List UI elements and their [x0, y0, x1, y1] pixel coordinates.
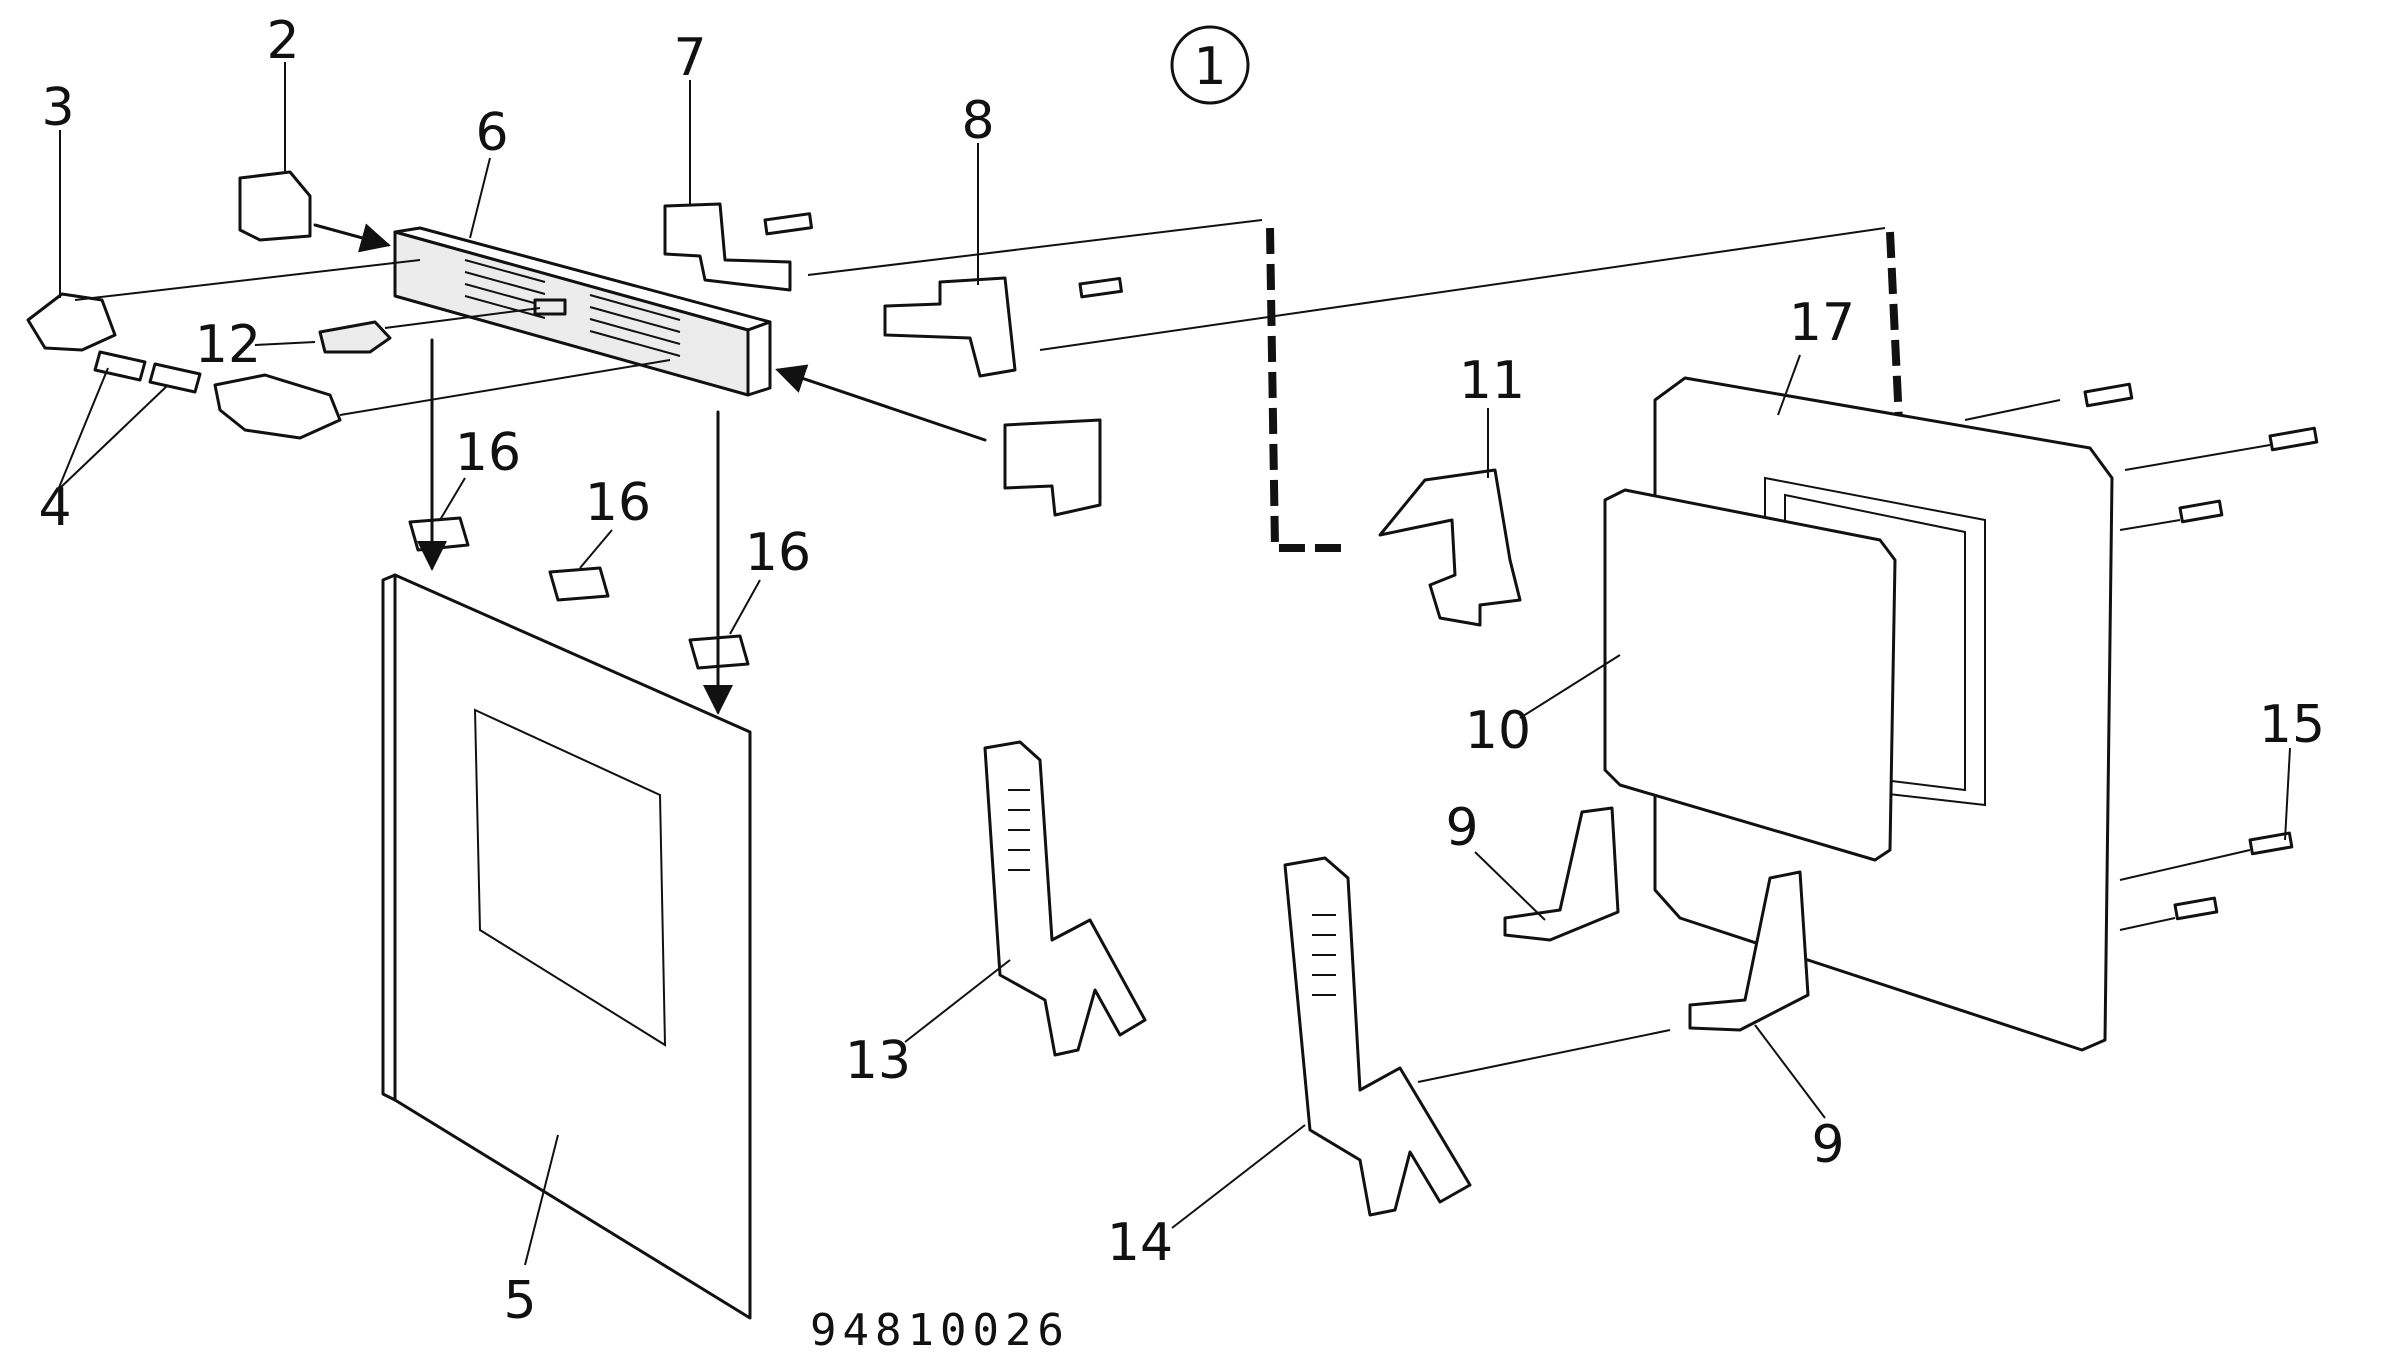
part-13-hinge [983, 740, 1147, 1057]
drawing-code: 94810026 [810, 1305, 1070, 1354]
part-2-bracket [238, 170, 312, 242]
part-8-bracket [883, 276, 1017, 378]
callout-16-a: 16 [455, 423, 521, 483]
part-14-hinge [1283, 856, 1472, 1217]
callout-9-right: 9 [1811, 1115, 1844, 1175]
part-3-knob [26, 292, 117, 352]
callout-2: 2 [266, 11, 299, 71]
callout-5: 5 [503, 1271, 536, 1331]
vent-slots [464, 259, 681, 357]
part-16-clip-a [408, 516, 470, 552]
part-15-screws [1964, 382, 2319, 931]
figure-number-badge: 1 [1170, 25, 1250, 105]
callout-10: 10 [1465, 701, 1531, 761]
part-7-bracket [663, 202, 792, 292]
callout-4: 4 [38, 478, 71, 538]
callout-7: 7 [673, 28, 706, 88]
callout-3: 3 [41, 78, 74, 138]
callout-13: 13 [845, 1031, 911, 1091]
callout-12: 12 [195, 315, 261, 375]
callout-8: 8 [961, 91, 994, 151]
callout-leaders [57, 62, 2291, 1266]
figure-number: 1 [1193, 37, 1226, 97]
callout-11: 11 [1459, 351, 1525, 411]
part-12-button [318, 320, 392, 354]
part-6-control-panel [393, 226, 772, 397]
callout-6: 6 [475, 103, 508, 163]
knob-right [213, 373, 342, 440]
callout-16-c: 16 [745, 523, 811, 583]
callout-16-b: 16 [585, 473, 651, 533]
callout-17: 17 [1789, 293, 1855, 353]
callout-15: 15 [2259, 695, 2325, 755]
dashed-frame-outline [1266, 227, 1350, 552]
callout-14: 14 [1107, 1213, 1173, 1273]
part-4-shaft-b [148, 362, 202, 394]
part-8-screw [1078, 276, 1123, 299]
part-9-bracket-a [1503, 806, 1620, 942]
part-4-shaft-a [93, 350, 147, 382]
lower-bracket [1003, 418, 1102, 517]
callout-9-left: 9 [1445, 798, 1478, 858]
part-5-door-glass [381, 573, 752, 1320]
callout-labels: 2 3 4 5 6 7 8 9 9 10 11 12 13 14 15 16 1… [38, 11, 2325, 1331]
part-9-bracket-b [1688, 870, 1810, 1032]
part-11-latch [1378, 468, 1522, 627]
part-16-clip-b [548, 566, 610, 602]
part-7-screw [763, 212, 814, 236]
part-10-glass [1603, 488, 1897, 862]
